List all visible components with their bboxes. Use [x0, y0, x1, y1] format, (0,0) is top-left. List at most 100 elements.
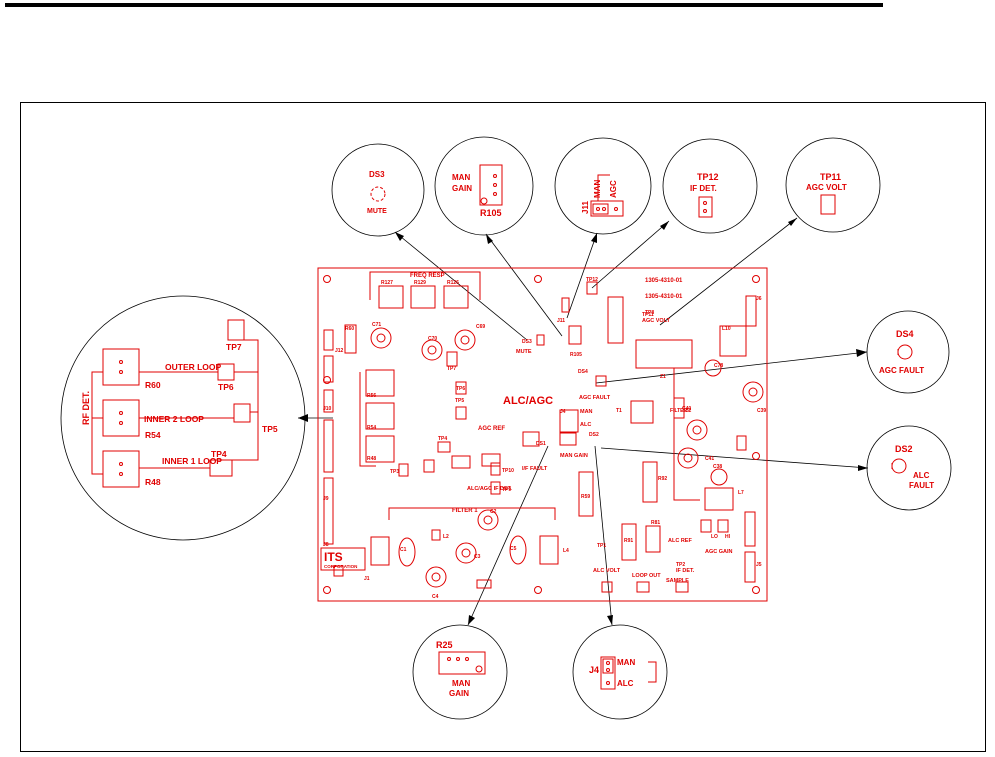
- part-ref-j12: J12: [335, 348, 344, 354]
- part-ref-tp8: TP8: [645, 310, 654, 316]
- part-ref-r60: R60: [345, 326, 354, 332]
- tp12-callout: TP12 IF DET.: [690, 172, 719, 218]
- part-ref-r81: R81: [651, 520, 660, 526]
- alc-volt-label: ALC VOLT: [593, 568, 621, 574]
- ds4-ref: DS4: [896, 329, 914, 339]
- r48-label: R48: [145, 477, 161, 487]
- r25-man-label: MAN: [452, 679, 470, 688]
- part-ref-filter-2: FILTER 2: [670, 408, 692, 414]
- tp4-label: TP4: [211, 449, 227, 459]
- r105-gain-label: GAIN: [452, 184, 472, 193]
- part-ref-r126: R126: [447, 280, 459, 286]
- ds2-ref: DS2: [895, 444, 913, 454]
- header-rule: [5, 3, 883, 7]
- j4-alc-label: ALC: [617, 679, 634, 688]
- j11-callout: MAN AGC J11: [581, 174, 624, 217]
- part-ref-ds3: DS3: [522, 339, 532, 345]
- rf-loops-callout: RF DET. OUTER LOOP INNER 2 LOOP INNER 1 …: [81, 319, 278, 488]
- j11-callout-circle: [554, 137, 652, 235]
- leader-lines: [298, 217, 869, 626]
- pcb-outline: [317, 267, 768, 602]
- part-ref-c69: C69: [476, 324, 485, 330]
- r25-ref: R25: [436, 640, 453, 650]
- freq-resp-label: FREQ RESP: [410, 273, 445, 279]
- part-ref-c2: C2: [490, 509, 497, 515]
- tp12-if-det-label: IF DET.: [690, 184, 717, 193]
- part-ref-j4: J4: [560, 409, 566, 415]
- ds3-mute-label: MUTE: [367, 208, 387, 215]
- rf-det-block: [359, 351, 501, 495]
- part-ref-l7: L7: [738, 490, 744, 496]
- if-fault-label: I/F FAULT: [522, 466, 548, 472]
- part-ref-r129: R129: [414, 280, 426, 286]
- alc-agc-if-det-label: ALC/AGC IF DET.: [467, 486, 512, 492]
- ds2-alc-label: ALC: [913, 471, 930, 480]
- ds4-callout-circle: [866, 310, 950, 394]
- part-ref-tp3: TP3: [390, 469, 399, 475]
- part-ref-l2: L2: [443, 534, 449, 540]
- r25-callout: R25 MAN GAIN: [436, 640, 486, 698]
- diagram-frame: [20, 102, 986, 752]
- part-ref-c41: C41: [705, 456, 714, 462]
- board-title: ALC/AGC: [503, 395, 553, 407]
- r54-pot: [102, 399, 140, 437]
- part-ref-tp5: TP5: [455, 398, 464, 404]
- agc-gain-label: AGC GAIN: [705, 549, 733, 555]
- part-ref-t1: T1: [616, 408, 622, 414]
- agc-ref-label: AGC REF: [478, 426, 505, 432]
- part-ref-r54: R54: [367, 425, 376, 431]
- part-ref-tp9: TP9: [502, 487, 511, 493]
- part-ref-r56: R56: [367, 393, 376, 399]
- pcb-board: [317, 267, 768, 602]
- j11-agc-label: AGC: [609, 180, 618, 198]
- part-ref-ds1: DS1: [536, 441, 546, 447]
- alc-ref-label: ALC REF: [668, 538, 692, 544]
- tp11-callout-circle: [785, 137, 881, 233]
- ds2-callout: DS2 ALC FAULT: [891, 444, 934, 490]
- r105-man-label: MAN: [452, 173, 470, 182]
- part-ref-j6: J6: [756, 296, 762, 302]
- center-components: [522, 281, 764, 593]
- part-ref-tp11: TP11: [642, 312, 654, 318]
- its-logo-box: [320, 547, 366, 571]
- part-number-1: 1305-4310-01: [645, 278, 683, 284]
- r25-gain-label: GAIN: [449, 689, 469, 698]
- agc-volt-board-label: AGC VOLT: [642, 318, 671, 324]
- its-logo-sub: CORPORATION: [324, 564, 357, 569]
- r60-pot: [102, 348, 140, 386]
- agc-fault-label: AGC FAULT: [579, 395, 611, 401]
- r105-callout: MAN GAIN R105: [452, 164, 503, 218]
- part-ref-c70: C70: [428, 336, 437, 342]
- inner1-loop-label: INNER 1 LOOP: [162, 456, 222, 466]
- part-ref-lo: LO: [711, 534, 718, 540]
- part-ref-r59: R59: [581, 494, 590, 500]
- tp11-agc-volt-label: AGC VOLT: [806, 183, 847, 192]
- loop-out-label: LOOP OUT: [632, 573, 661, 579]
- j11-ref: J11: [581, 201, 590, 214]
- j4-callout-circle: [572, 624, 668, 720]
- tp5-label: TP5: [262, 424, 278, 434]
- part-ref-c71: C71: [372, 322, 381, 328]
- board-labels: ALC/AGC 1305-4310-01 1305-4310-01 FREQ R…: [324, 273, 733, 584]
- part-ref-ds2: DS2: [589, 432, 599, 438]
- part-ref-l4: L4: [563, 548, 569, 554]
- part-ref-tp12: TP12: [586, 277, 598, 283]
- rf-det-callout-label: RF DET.: [81, 391, 91, 425]
- part-ref-c3: C3: [474, 554, 481, 560]
- its-logo: ITS: [324, 550, 343, 564]
- part-ref-r92: R92: [658, 476, 667, 482]
- r25-callout-circle: [412, 624, 508, 720]
- filter-1-label: FILTER 1: [452, 508, 478, 514]
- part-ref-r48: R48: [367, 456, 376, 462]
- part-ref-z1: Z1: [660, 374, 666, 380]
- tp11-callout: TP11 AGC VOLT: [806, 172, 847, 215]
- board-man-label: MAN: [580, 409, 593, 415]
- part-ref-c1: C1: [400, 547, 407, 553]
- r60-label: R60: [145, 380, 161, 390]
- part-ref-tp1: TP1: [597, 543, 606, 549]
- part-ref-l10: L10: [722, 326, 731, 332]
- mounting-holes: [323, 275, 760, 594]
- part-ref-ds4: DS4: [578, 369, 588, 375]
- part-ref-j10: J10: [323, 406, 332, 412]
